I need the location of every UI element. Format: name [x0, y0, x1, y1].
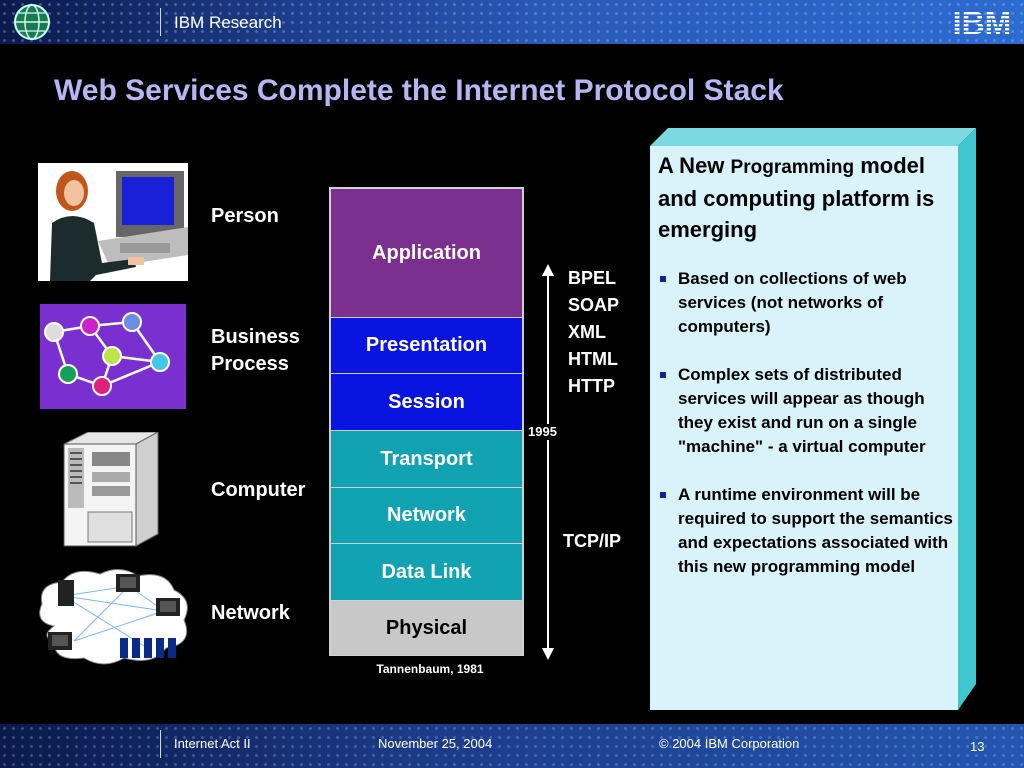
header-divider — [160, 8, 161, 36]
label-business-line2: Process — [211, 353, 289, 375]
panel-heading-rest: model and computing platform is emerging — [658, 153, 935, 242]
slide-title: Web Services Complete the Internet Proto… — [54, 74, 784, 107]
footer-bar: Internet Act II November 25, 2004 © 2004… — [0, 724, 1024, 768]
layer-application: Application — [330, 188, 523, 317]
layer-presentation: Presentation — [330, 317, 523, 373]
protocol-tcp-ip: TCP/IP — [563, 531, 622, 551]
label-business-line1: Business — [211, 326, 300, 348]
layer-network: Network — [330, 487, 523, 543]
protocol-html: HTML — [568, 349, 618, 369]
panel-heading-lead: A New — [658, 153, 725, 178]
panel-bullet: Based on collections of web services (no… — [658, 267, 954, 339]
panel-bullet-text: Complex sets of distributed services wil… — [678, 365, 926, 456]
header-bar: IBM Research IBM — [0, 0, 1024, 44]
layer-data-link: Data Link — [330, 543, 523, 600]
label-network: Network — [211, 602, 290, 624]
footer-date: November 25, 2004 — [378, 736, 493, 751]
panel-bullet-text: Based on collections of web services (no… — [678, 269, 907, 336]
stack-border — [329, 187, 524, 656]
protocol-soap: SOAP — [568, 295, 620, 315]
label-person: Person — [211, 205, 279, 227]
ibm-logo: IBM — [953, 5, 1012, 40]
footer-copyright: © 2004 IBM Corporation — [659, 736, 800, 751]
year-1995-label: 1995 — [528, 424, 557, 439]
callout-panel-background — [650, 128, 976, 710]
layer-transport: Transport — [330, 430, 523, 487]
footer-page-number: 13 — [970, 739, 985, 754]
year-label-backdrop — [530, 424, 566, 440]
svg-text:IBM: IBM — [953, 5, 1012, 40]
panel-bullet: Complex sets of distributed services wil… — [658, 363, 954, 459]
panel-heading: A New Programming model and computing pl… — [658, 150, 954, 245]
bullet-square-icon — [660, 492, 666, 498]
protocol-http: HTTP — [568, 376, 615, 396]
footer-divider — [160, 730, 161, 758]
panel-heading-programming: Programming — [730, 157, 855, 178]
callout-panel: A New Programming model and computing pl… — [658, 150, 954, 579]
globe-icon — [14, 4, 50, 40]
header-org-label: IBM Research — [174, 13, 282, 32]
stack-caption: Tannenbaum, 1981 — [376, 662, 484, 676]
layer-session: Session — [330, 373, 523, 430]
panel-bullet: A runtime environment will be required t… — [658, 483, 954, 579]
protocol-bpel: BPEL — [568, 268, 617, 288]
network-cloud-illustration — [39, 569, 188, 665]
timeline-double-arrow — [542, 264, 554, 660]
server-tower-illustration — [63, 432, 159, 547]
protocol-xml: XML — [568, 322, 606, 342]
bullet-square-icon — [660, 276, 666, 282]
label-computer: Computer — [211, 479, 306, 501]
layer-physical: Physical — [330, 600, 523, 656]
business-process-graph-illustration — [40, 304, 186, 409]
bullet-square-icon — [660, 372, 666, 378]
panel-bullet-text: A runtime environment will be required t… — [678, 485, 953, 576]
footer-presentation-name: Internet Act II — [174, 736, 251, 751]
person-at-computer-illustration — [38, 163, 188, 281]
